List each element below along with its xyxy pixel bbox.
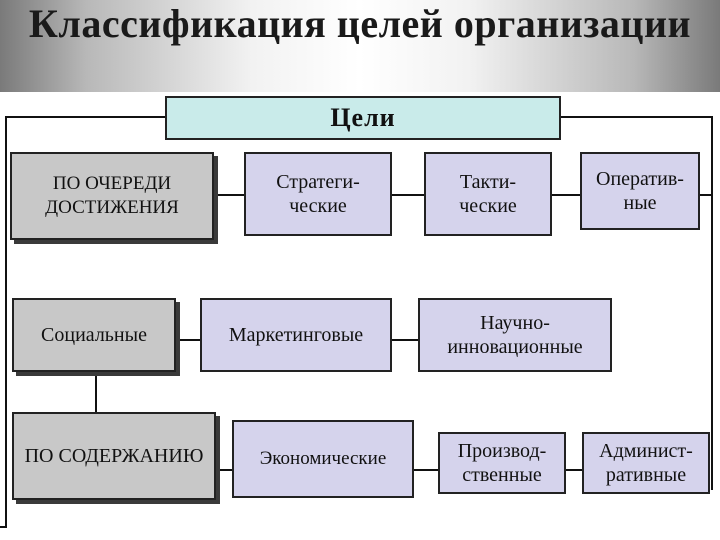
economic-box: Экономические [232,420,414,498]
root-goals-box: Цели [165,96,561,140]
administrative-box: Админист-ративные [582,432,710,494]
strategic-box: Стратеги-ческие [244,152,392,236]
marketing-box: Маркетинговые [200,298,392,372]
social-box: Социальные [12,298,176,372]
category-by-order-box: ПО ОЧЕРЕДИ ДОСТИЖЕНИЯ [10,152,214,240]
operational-box: Оператив-ные [580,152,700,230]
connector-root-right [560,116,713,490]
title-band [0,0,720,92]
connector-root-left [0,116,165,528]
scientific-innovation-box: Научно-инновационные [418,298,612,372]
category-by-content-box: ПО СОДЕРЖАНИЮ [12,412,216,500]
diagram-title: Классификация целей организации [28,1,692,46]
production-box: Производ-ственные [438,432,566,494]
tactical-box: Такти-ческие [424,152,552,236]
